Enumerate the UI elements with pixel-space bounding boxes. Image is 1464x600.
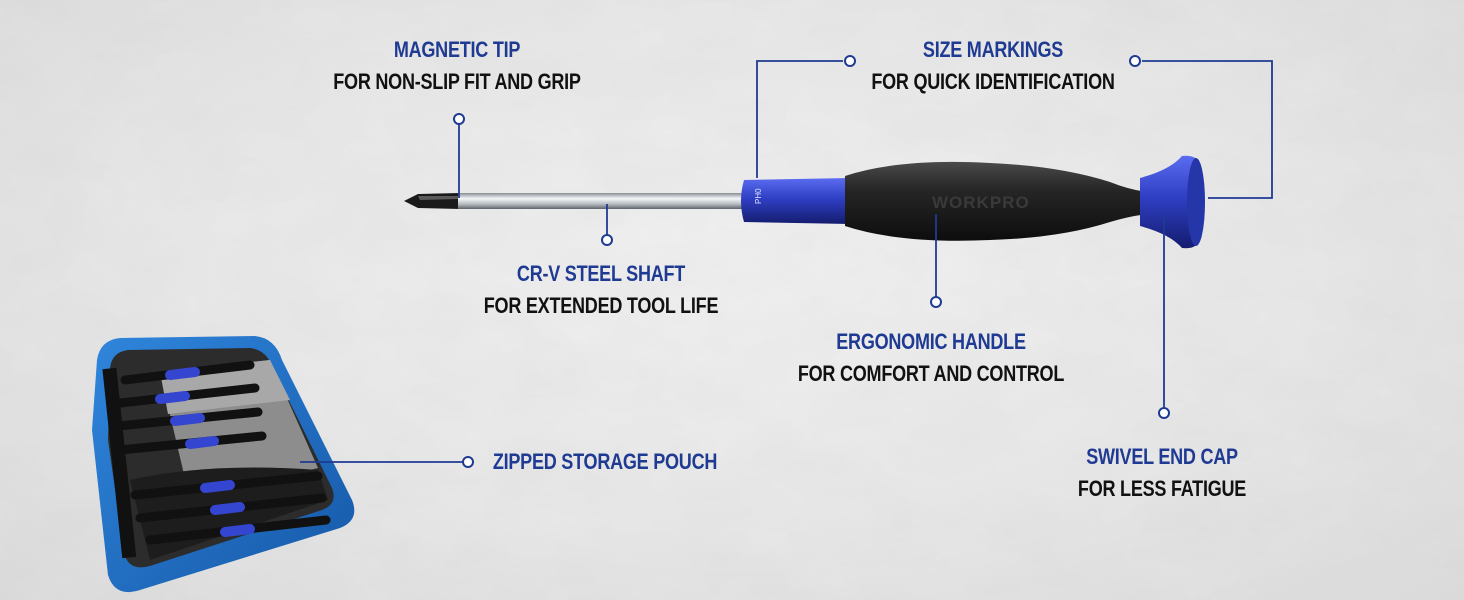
callout-subtitle: FOR NON-SLIP FIT AND GRIP — [333, 69, 581, 94]
brand-mark: WORKPRO — [932, 193, 1030, 212]
dot-shaft — [601, 234, 613, 246]
dot-handle — [930, 296, 942, 308]
callout-size-markings: SIZE MARKINGS FOR QUICK IDENTIFICATION — [845, 34, 1142, 98]
callout-title: SIZE MARKINGS — [922, 37, 1064, 62]
dot-cap — [1158, 407, 1170, 419]
callout-title: CR-V STEEL SHAFT — [516, 261, 686, 286]
callout-line-size — [756, 60, 843, 178]
storage-pouch — [92, 336, 355, 593]
callout-title: ZIPPED STORAGE POUCH — [492, 449, 718, 474]
dot-size — [844, 55, 856, 67]
callout-line-cap-top — [1142, 60, 1273, 199]
callout-end-cap: SWIVEL END CAP FOR LESS FATIGUE — [1059, 441, 1264, 505]
dot-tip — [453, 113, 465, 125]
magnetic-tip — [404, 193, 460, 209]
callout-subtitle: FOR EXTENDED TOOL LIFE — [483, 293, 719, 318]
callout-handle: ERGONOMIC HANDLE FOR COMFORT AND CONTROL — [769, 326, 1094, 390]
callout-subtitle: FOR COMFORT AND CONTROL — [797, 361, 1065, 386]
callout-magnetic-tip: MAGNETIC TIP FOR NON-SLIP FIT AND GRIP — [306, 34, 608, 98]
dot-pouch — [462, 456, 474, 468]
steel-shaft — [458, 193, 744, 209]
swivel-end-cap — [1140, 155, 1202, 249]
callout-subtitle: FOR QUICK IDENTIFICATION — [871, 69, 1115, 94]
size-marking-collar — [741, 178, 854, 224]
callout-title: ERGONOMIC HANDLE — [836, 329, 1026, 354]
ergonomic-handle — [845, 161, 1148, 241]
callout-title: SWIVEL END CAP — [1086, 444, 1238, 469]
callout-subtitle: FOR LESS FATIGUE — [1077, 476, 1247, 501]
dot-cap-top — [1129, 55, 1141, 67]
callout-dots — [453, 55, 1170, 468]
screwdriver: PH0 WORKPRO — [404, 155, 1205, 249]
callout-lines — [300, 60, 1273, 463]
callout-pouch: ZIPPED STORAGE POUCH — [468, 446, 742, 478]
callout-shaft: CR-V STEEL SHAFT FOR EXTENDED TOOL LIFE — [458, 258, 744, 322]
callout-title: MAGNETIC TIP — [393, 37, 521, 62]
size-mark-text: PH0 — [754, 188, 763, 204]
